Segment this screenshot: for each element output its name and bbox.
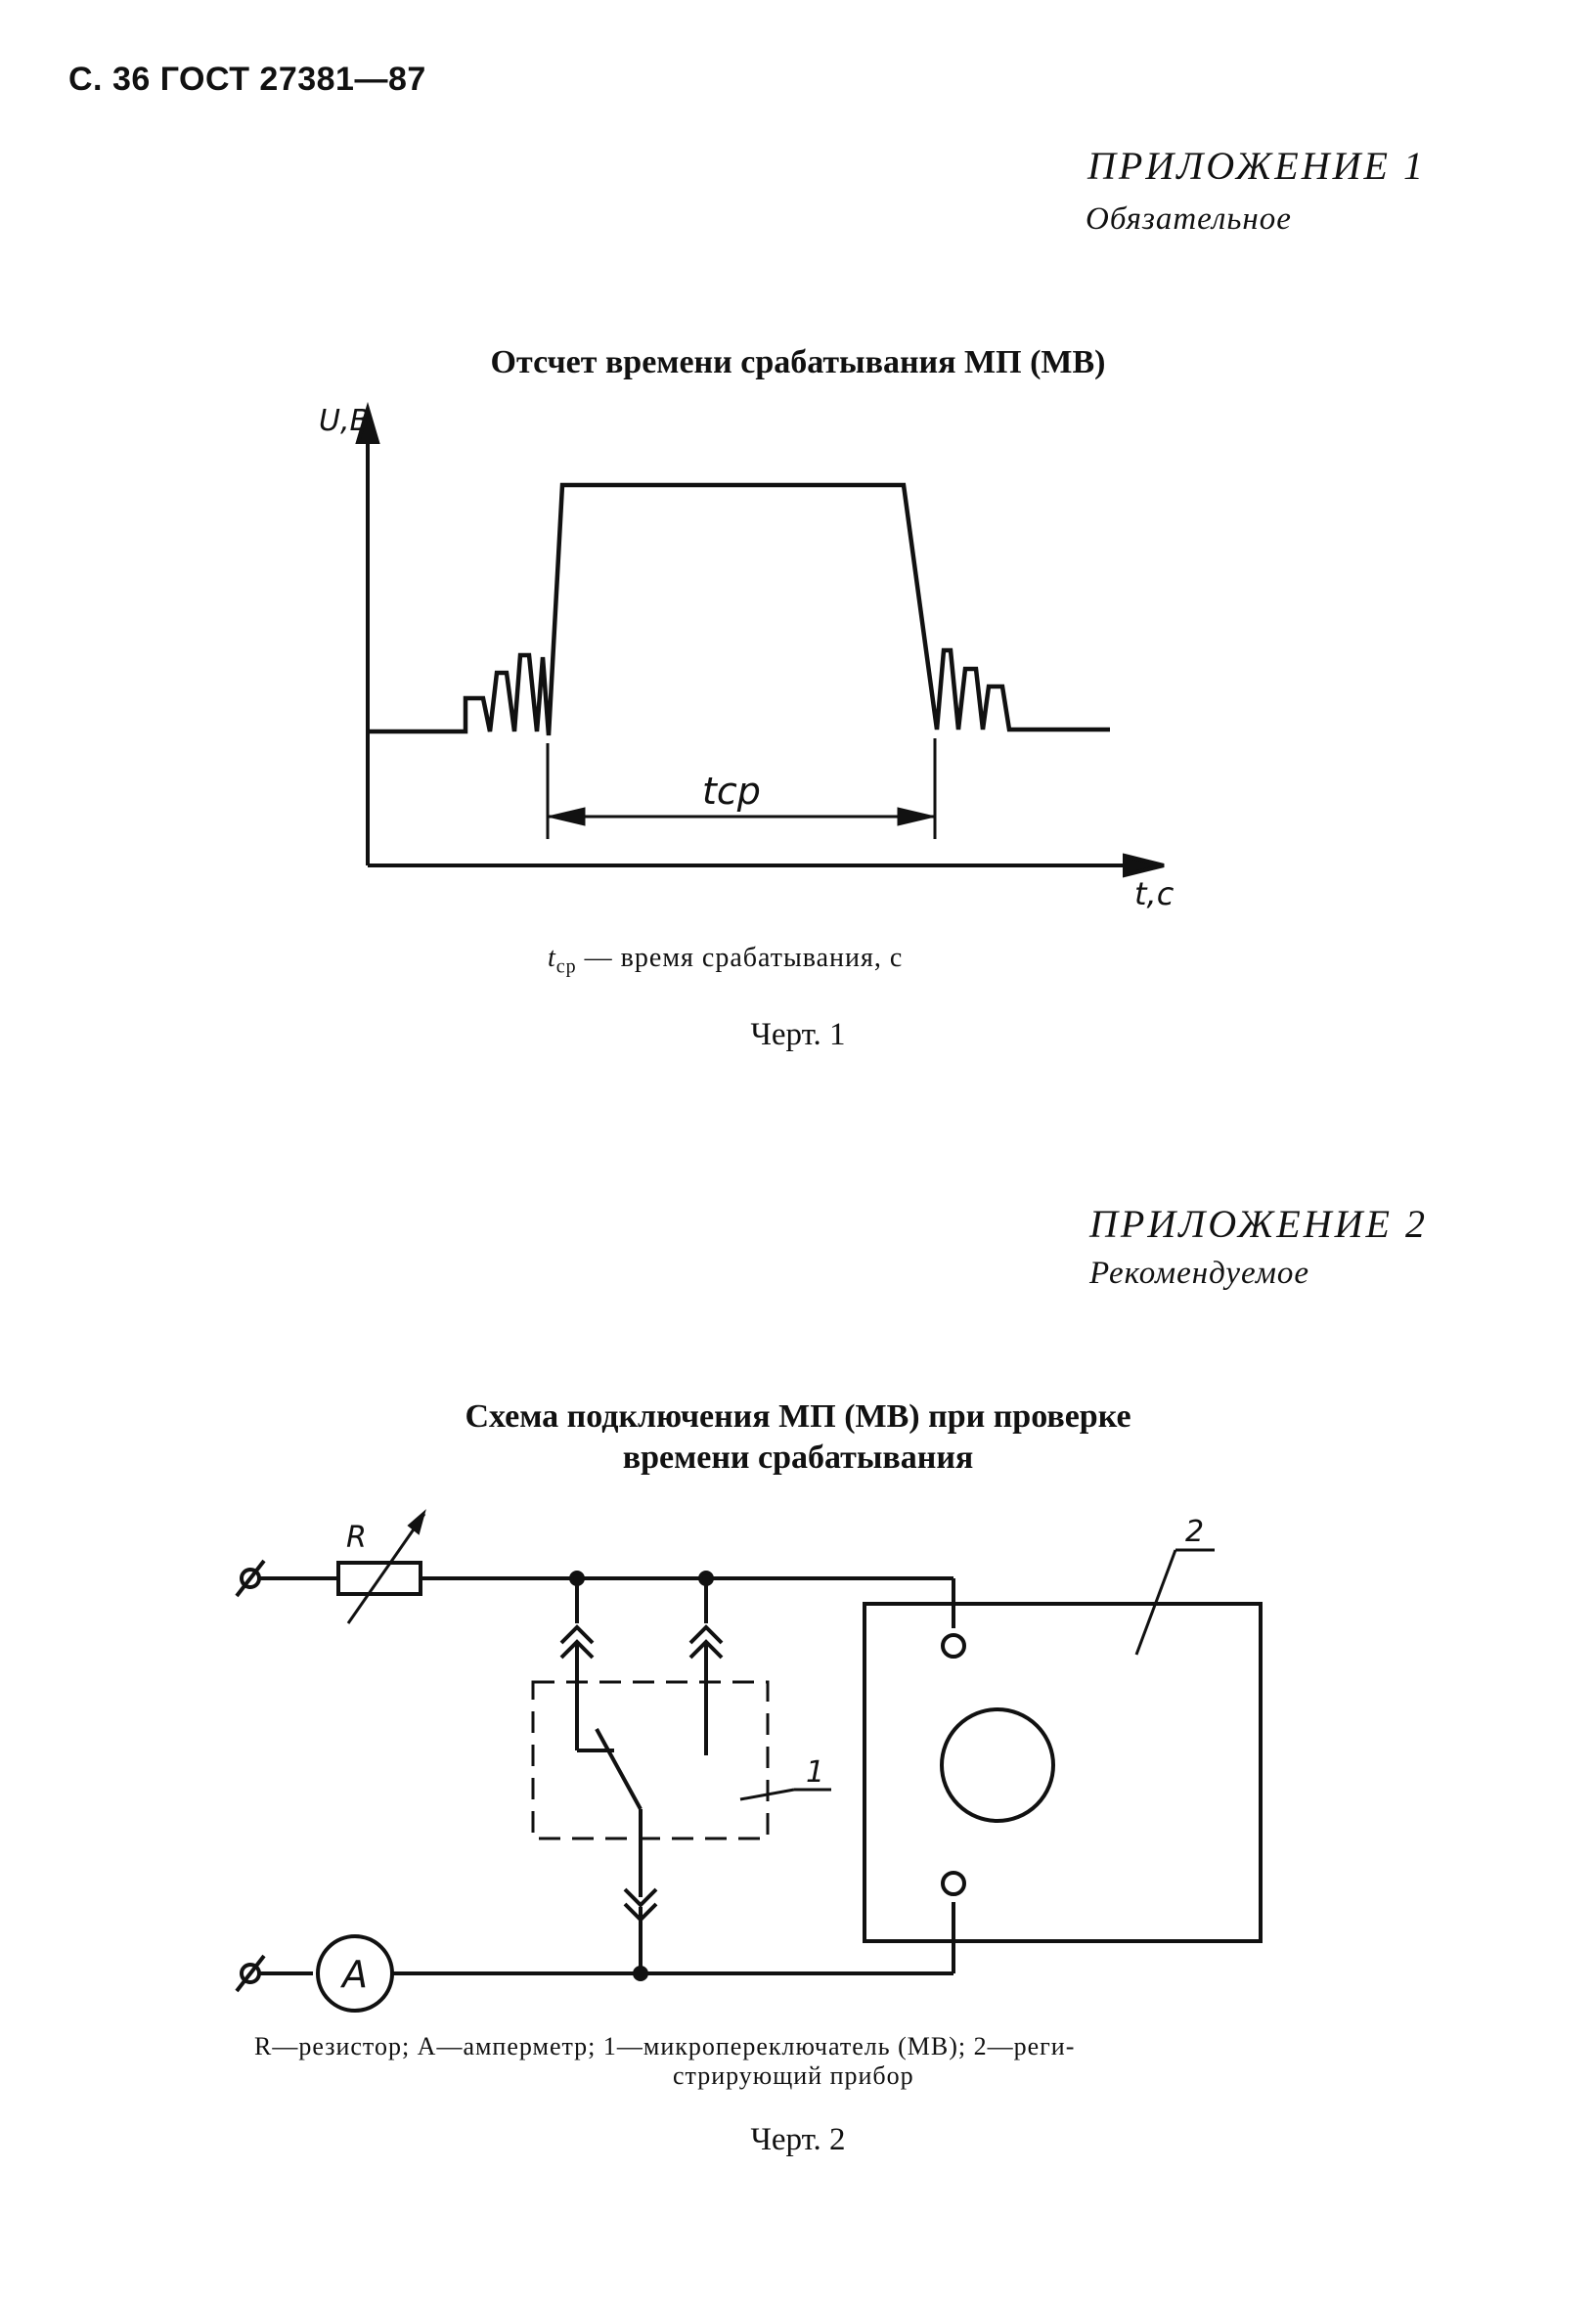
interval-arrow-right — [897, 807, 936, 826]
switch-callout-leader — [739, 1788, 795, 1801]
figure-1-title: Отсчет времени срабатывания МП (МВ) — [490, 344, 1106, 380]
figure-2-title-line1: Схема подключения МП (МВ) при проверке — [465, 1398, 1131, 1435]
figure-2-label: Черт. 2 — [750, 2122, 846, 2157]
device-dial — [940, 1707, 1055, 1823]
switch-lever — [595, 1728, 643, 1810]
y-axis-arrow — [355, 401, 380, 444]
x-axis-arrow — [1123, 853, 1165, 878]
interval-label: tср — [702, 770, 761, 813]
resistor-variable-arrow — [346, 1513, 426, 1624]
interval-arrow-left — [547, 807, 586, 826]
device-callout-leader — [1134, 1549, 1177, 1656]
appendix-1-title: ПРИЛОЖЕНИЕ 1 — [1087, 144, 1426, 188]
y-axis-label: U,B — [319, 404, 370, 438]
device-terminal-top — [941, 1633, 966, 1659]
connector-socket — [623, 1887, 658, 1908]
top-terminal-slash — [235, 1559, 266, 1598]
device-terminal-bottom — [941, 1871, 966, 1896]
switch-callout-label: 1 — [806, 1755, 824, 1790]
ammeter-label: A — [339, 1953, 368, 1996]
connector-socket — [688, 1624, 724, 1645]
resistor-arrow-head — [407, 1509, 426, 1535]
page-header: С. 36 ГОСТ 27381—87 — [68, 61, 426, 98]
legend-text: — время срабатывания, с — [576, 943, 904, 973]
legend-symbol: t — [548, 943, 556, 973]
connector-socket — [559, 1624, 595, 1645]
appendix-2-title: ПРИЛОЖЕНИЕ 2 — [1089, 1202, 1428, 1246]
figure-2-legend-line1: R—резистор; A—амперметр; 1—микропереключ… — [254, 2032, 1076, 2060]
appendix-2-status: Рекомендуемое — [1089, 1256, 1310, 1291]
figure-2-title-line2: времени срабатывания — [622, 1439, 974, 1476]
figure-2-legend-line2: стрирующий прибор — [673, 2061, 914, 2090]
legend-subscript: ср — [555, 955, 577, 978]
figure-1-legend: tср — время срабатывания, с — [548, 943, 903, 979]
x-axis-label: t,c — [1134, 875, 1175, 912]
resistor-label: R — [346, 1521, 367, 1555]
signal-waveform — [368, 482, 1110, 736]
microswitch-box — [531, 1680, 770, 1840]
appendix-1-status: Обязательное — [1086, 201, 1292, 237]
recording-device — [863, 1602, 1263, 1943]
figure-1-label: Черт. 1 — [750, 1017, 846, 1052]
device-callout-label: 2 — [1185, 1515, 1204, 1549]
bottom-terminal-slash — [235, 1954, 266, 1993]
